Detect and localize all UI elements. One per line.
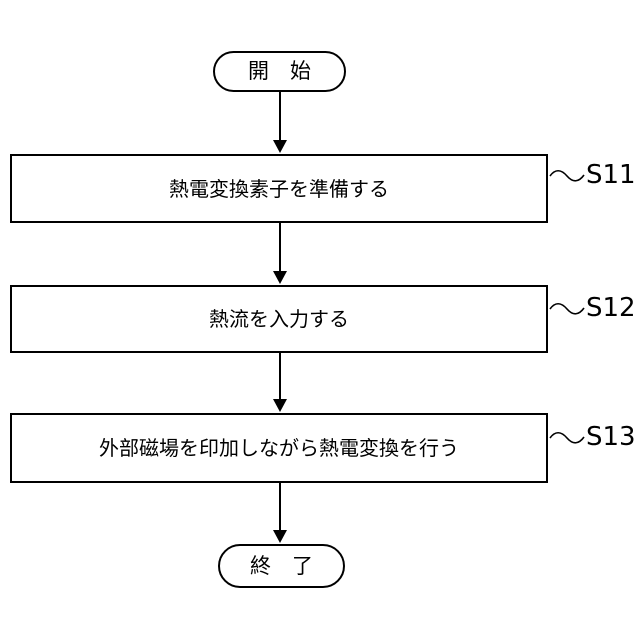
down-arrow-icon [273,353,287,412]
process-box-s12-label: 熱流を入力する [209,307,349,331]
process-box-s11: 熱電変換素子を準備する [10,154,548,223]
step-reference-s11-text: S11 [586,160,636,190]
step-reference-s12: S12 [549,292,636,324]
step-reference-s12-text: S12 [586,293,636,323]
squiggle-connector-icon [549,431,585,444]
down-arrow-icon [273,92,287,153]
arrow-head [273,140,287,153]
step-reference-s11: S11 [549,159,636,191]
end-terminal: 終 了 [218,544,345,588]
start-terminal: 開 始 [213,51,346,92]
squiggle-connector-icon [549,169,585,182]
down-arrow-icon [273,223,287,284]
step-reference-s13-text: S13 [586,422,636,452]
arrow-head [273,399,287,412]
step-reference-s13: S13 [549,421,636,453]
start-terminal-label: 開 始 [248,59,311,83]
arrow-shaft [279,483,281,532]
end-terminal-label: 終 了 [250,553,313,578]
arrow-head [273,271,287,284]
process-box-s11-label: 熱電変換素子を準備する [169,176,389,201]
process-box-s13: 外部磁場を印加しながら熱電変換を行う [10,413,548,483]
process-box-s12: 熱流を入力する [10,285,548,353]
arrow-shaft [279,92,281,142]
squiggle-connector-icon [549,302,585,315]
down-arrow-icon [273,483,287,543]
arrow-head [273,530,287,543]
arrow-shaft [279,353,281,401]
process-box-s13-label: 外部磁場を印加しながら熱電変換を行う [99,436,459,460]
arrow-shaft [279,223,281,273]
